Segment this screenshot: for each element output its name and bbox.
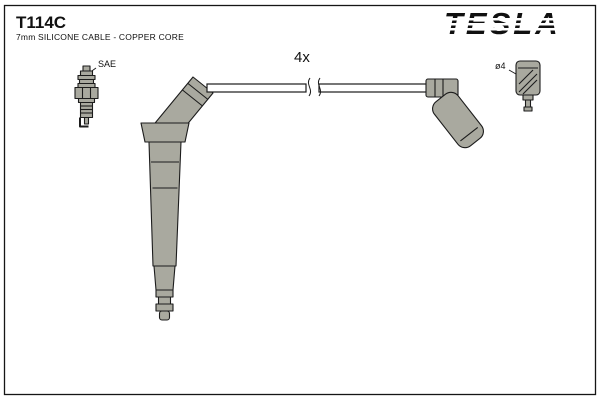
ground-electrode [79,117,89,128]
logo-stripe [438,28,592,31]
cable-left-segment [206,83,307,93]
angle-boot [425,78,484,149]
straight-boot [140,76,214,321]
subtitle: 7mm SILICONE CABLE - COPPER CORE [16,32,184,42]
diameter-leader-line [508,69,517,75]
terminal-illustration [515,60,541,112]
logo-stripe [438,18,592,21]
spark-plug-illustration [74,65,99,128]
cable-break-icon [307,77,312,97]
cable-assembly [140,76,484,321]
part-number: T114C [16,13,66,32]
tesla-logo: TESLA [438,6,592,41]
page-border [3,4,597,396]
diameter-label: ø4 [495,61,506,71]
cable-break-icon [317,77,322,97]
sae-label: SAE [98,59,116,69]
logo-stripe [438,23,592,26]
quantity-label: 4x [294,49,310,66]
cable-right-segment [318,83,428,93]
